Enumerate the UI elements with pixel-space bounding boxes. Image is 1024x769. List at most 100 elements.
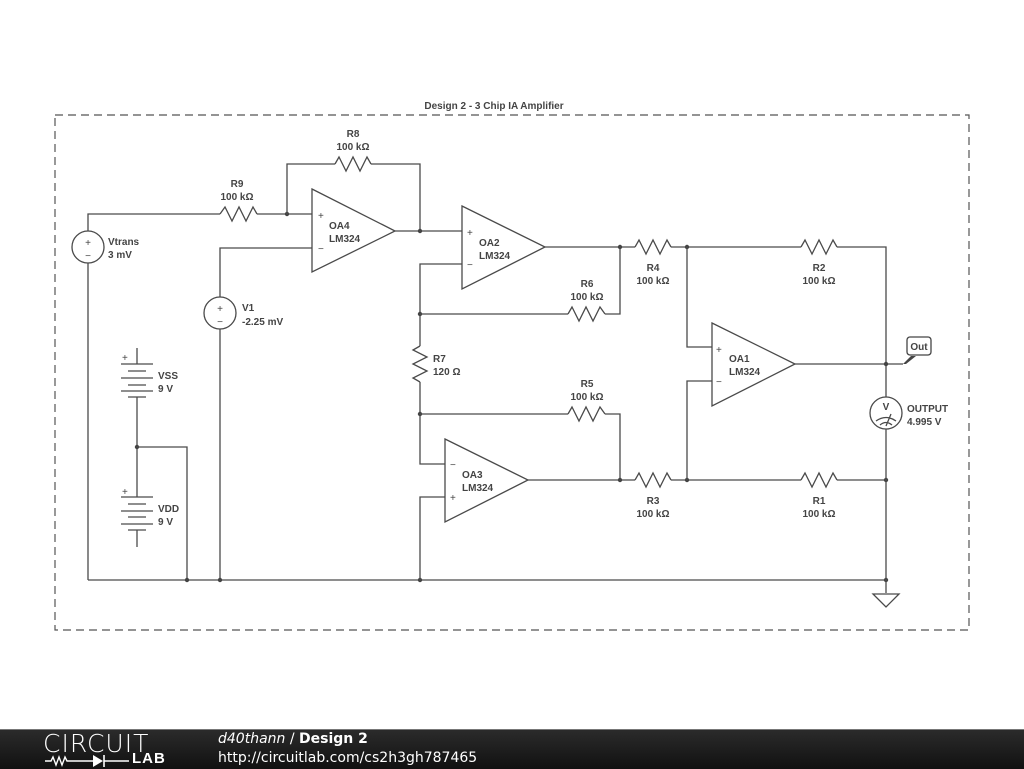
vtrans-value: 3 mV [108,250,132,261]
svg-text:R9: R9 [231,179,244,190]
svg-text:100 kΩ: 100 kΩ [636,509,669,520]
resistor-r5[interactable]: R5 100 kΩ [567,379,606,423]
footer-bar: CIRCUIT LAB d40thann / Design 2 http://c… [0,729,1024,769]
svg-text:−: − [318,244,324,255]
wire [419,382,445,465]
voltmeter-output[interactable]: V OUTPUT 4.995 V [869,396,948,430]
resistor-r3[interactable]: R3 100 kΩ [634,471,672,520]
resistor-r4[interactable]: R4 100 kΩ [634,238,672,287]
svg-text:R2: R2 [813,263,826,274]
circuitlab-logo[interactable]: CIRCUIT [43,729,150,758]
svg-text:R3: R3 [647,496,660,507]
svg-text:LM324: LM324 [329,234,361,245]
junction [883,361,889,367]
opamp-oa2[interactable]: + − OA2 LM324 [461,204,547,291]
svg-text:9 V: 9 V [158,384,173,395]
svg-text:R5: R5 [581,379,594,390]
svg-text:Out: Out [910,342,928,353]
design-frame [54,114,970,631]
svg-text:LM324: LM324 [462,483,494,494]
wire [605,413,621,480]
junction [417,228,423,234]
resistor-r7[interactable]: R7 120 Ω [411,345,460,383]
ground-icon [871,593,901,608]
svg-text:OUTPUT: OUTPUT [907,404,948,415]
svg-text:100 kΩ: 100 kΩ [636,276,669,287]
breadcrumb-separator: / [285,731,300,747]
source-v1[interactable]: + − V1 -2.25 mV [203,296,283,330]
svg-text:9 V: 9 V [158,517,173,528]
resistor-r1[interactable]: R1 100 kΩ [800,471,838,520]
net-label-out[interactable]: Out [903,336,932,364]
wire [371,163,421,231]
resistor-r9[interactable]: R9 100 kΩ [219,179,258,223]
svg-text:+: + [450,493,456,504]
design-url[interactable]: http://circuitlab.com/cs2h3gh787465 [218,750,478,766]
svg-text:VDD: VDD [158,504,179,515]
resistor-r6[interactable]: R6 100 kΩ [567,279,606,323]
junction [217,577,223,583]
battery-vss[interactable]: + VSS 9 V [121,348,178,398]
design-breadcrumb: d40thann / Design 2 [218,731,368,747]
svg-text:100 kΩ: 100 kΩ [802,276,835,287]
resistor-r2[interactable]: R2 100 kΩ [800,238,838,287]
svg-text:+: + [467,228,473,239]
svg-text:100 kΩ: 100 kΩ [220,192,253,203]
svg-text:−: − [85,251,91,262]
svg-text:100 kΩ: 100 kΩ [570,392,603,403]
logo-circuit-icon [45,755,129,767]
wire [286,163,335,214]
svg-text:R8: R8 [347,129,360,140]
svg-text:R7: R7 [433,354,446,365]
diagram-title: Design 2 - 3 Chip IA Amplifier [424,101,563,112]
wire [686,247,712,348]
svg-text:+: + [85,238,91,249]
svg-text:+: + [318,211,324,222]
wire [137,446,188,580]
junction [617,477,623,483]
wire [605,247,621,315]
vtrans-name: Vtrans [108,237,140,248]
svg-text:R1: R1 [813,496,826,507]
svg-text:LM324: LM324 [479,251,511,262]
svg-text:+: + [122,353,128,364]
svg-text:R4: R4 [647,263,660,274]
resistor-r8[interactable]: R8 100 kΩ [334,129,372,173]
battery-vdd[interactable]: + VDD 9 V [121,487,179,547]
junction [184,577,190,583]
svg-text:−: − [467,260,473,271]
wire [837,246,887,397]
opamp-oa4[interactable]: + − OA4 LM324 [311,187,397,274]
wire [87,213,220,231]
svg-text:OA1: OA1 [729,354,750,365]
svg-text:+: + [217,304,223,315]
opamp-oa3[interactable]: − + OA3 LM324 [444,437,530,524]
wire [686,380,712,480]
svg-text:OA2: OA2 [479,238,500,249]
schematic-canvas: Design 2 - 3 Chip IA Amplifier + − Vtran… [54,101,970,631]
svg-text:−: − [450,460,456,471]
svg-text:OA4: OA4 [329,221,350,232]
svg-text:4.995 V: 4.995 V [907,417,942,428]
source-vtrans[interactable]: + − Vtrans 3 mV [71,230,140,264]
logo-lab-text: LAB [132,750,166,767]
svg-text:100 kΩ: 100 kΩ [570,292,603,303]
wire [419,263,462,346]
svg-text:+: + [716,345,722,356]
opamp-oa1[interactable]: + − OA1 LM324 [711,321,797,408]
svg-text:120 Ω: 120 Ω [433,367,460,378]
svg-text:OA3: OA3 [462,470,483,481]
svg-text:LM324: LM324 [729,367,761,378]
design-name[interactable]: Design 2 [299,731,368,747]
wire [219,247,312,297]
svg-text:V: V [883,402,890,413]
author-link[interactable]: d40thann [218,731,286,747]
svg-text:R6: R6 [581,279,594,290]
svg-text:V1: V1 [242,303,255,314]
wire [419,496,445,580]
svg-text:VSS: VSS [158,371,178,382]
svg-text:100 kΩ: 100 kΩ [802,509,835,520]
svg-text:-2.25 mV: -2.25 mV [242,317,283,328]
svg-text:−: − [716,377,722,388]
svg-text:−: − [217,317,223,328]
